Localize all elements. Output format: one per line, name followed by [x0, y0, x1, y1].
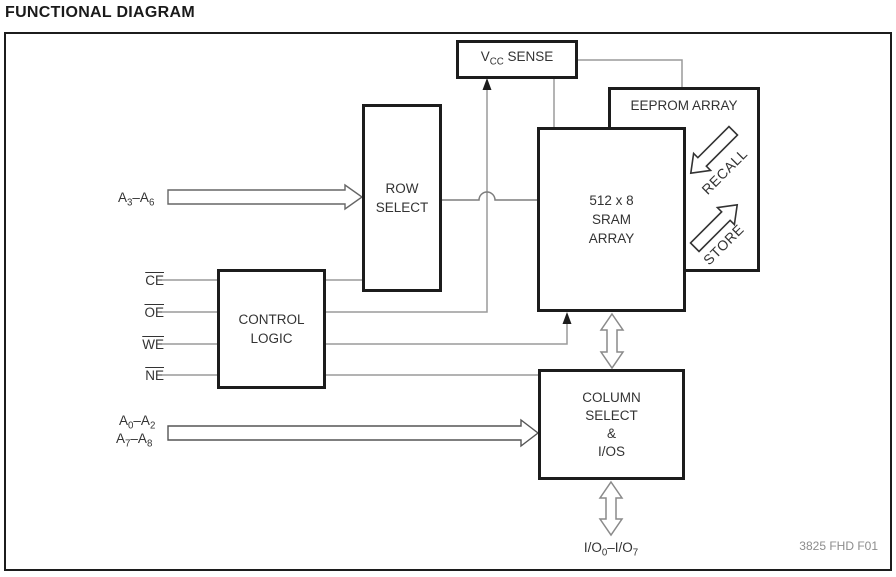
row-select-label-line: SELECT [375, 200, 429, 215]
up-arrowhead-sram [562, 312, 572, 324]
ne-label: NE [145, 368, 164, 383]
control-logic-label-line: CONTROL [238, 312, 305, 327]
up-arrowhead-vccsense [482, 78, 492, 90]
rowselect-to-sram-wire-with-hop [442, 191, 537, 201]
we-label: WE [142, 337, 164, 352]
sram-array-block: 512 x 8 SRAM ARRAY [537, 127, 686, 312]
ce-label: CE [145, 273, 164, 288]
vcc-sense-block: VCC SENSE [456, 40, 578, 79]
column-io-bidirectional-arrow [598, 480, 624, 537]
a3-a6-bus-arrow [167, 183, 364, 211]
vccsense-to-eeprom-wire [578, 59, 683, 87]
oe-label: OE [144, 305, 164, 320]
sram-label-line: SRAM [591, 212, 631, 227]
sram-label-line: ARRAY [588, 231, 635, 246]
figure-number: 3825 FHD F01 [799, 539, 878, 553]
column-select-block: COLUMN SELECT & I/OS [538, 369, 685, 480]
eeprom-array-label: EEPROM ARRAY [630, 98, 738, 113]
a7-a8-label: A7–A8 [116, 431, 153, 450]
column-select-label-line: I/OS [597, 443, 625, 459]
column-select-label-line: COLUMN [582, 389, 641, 405]
control-to-sram-wire [326, 318, 568, 345]
diagram-frame [4, 32, 892, 571]
control-to-vccsense-wire [326, 84, 488, 313]
page-title: FUNCTIONAL DIAGRAM [5, 4, 195, 21]
vcc-sense-label: VCC SENSE [480, 49, 554, 68]
a0-a8-bus-arrow [167, 418, 540, 448]
row-select-label-line: ROW [385, 181, 419, 196]
io0-io7-label: I/O0–I/O7 [583, 540, 639, 559]
control-logic-block: CONTROL LOGIC [217, 269, 326, 389]
a3-a6-label: A3–A6 [118, 190, 155, 209]
store-arrow [689, 203, 739, 253]
a0-a2-label: A0–A2 [119, 413, 156, 432]
column-select-label-line: SELECT [585, 407, 638, 423]
recall-arrow [689, 125, 739, 175]
control-logic-label-line: LOGIC [250, 331, 293, 346]
column-select-label-line: & [606, 425, 616, 441]
sram-label-line: 512 x 8 [589, 193, 634, 208]
sram-column-bidirectional-arrow [599, 312, 625, 370]
row-select-block: ROW SELECT [362, 104, 442, 292]
